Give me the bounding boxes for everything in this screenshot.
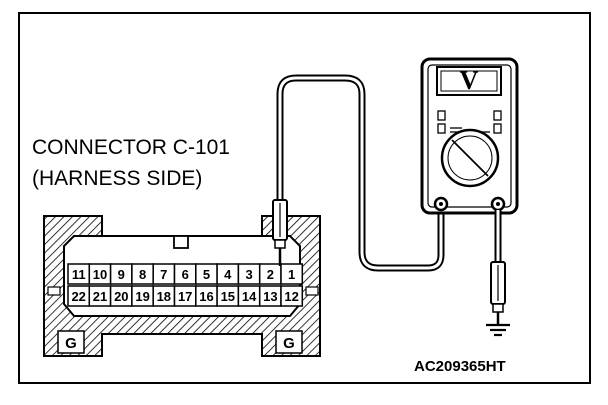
connector-key-mark-right [305,286,319,296]
pin-cavity [280,263,304,285]
meter-key-1 [437,110,446,121]
pin-number: 20 [114,289,128,304]
pin-number: 14 [242,289,257,304]
pin-number: 10 [93,267,107,282]
pin-number: 19 [135,289,149,304]
pin-number: 15 [221,289,235,304]
ground-mark-left [57,330,85,354]
pin-number: 11 [72,267,86,282]
voltmeter: V [420,57,519,215]
probe-positive [272,199,288,266]
pin-number: 9 [118,267,125,282]
ground-icon [486,323,510,337]
pin-number: 1 [288,267,295,282]
pin-number: 6 [182,267,189,282]
connector-lock-tab [173,235,189,249]
meter-key-2 [437,123,446,134]
connector-label-line2: (HARNESS SIDE) [32,167,202,190]
pin-number: 2 [267,267,274,282]
pin-number: 22 [71,289,85,304]
test-lead-core [278,76,443,270]
connector-key-mark-left [47,286,61,296]
pin-number: 5 [203,267,210,282]
pin-cavity [280,285,304,307]
figure-code: AC209365HT [414,358,506,375]
ground-mark-right-text: G [283,335,295,352]
pin-number: 16 [199,289,213,304]
pin-number: 7 [160,267,167,282]
ground-mark-right [275,330,303,354]
probe-positive-guard [274,239,286,249]
voltmeter-display [436,66,502,96]
probe-ground [486,210,510,337]
pin-number: 13 [263,289,277,304]
diagram-frame [18,12,591,384]
meter-key-4 [493,123,502,134]
connector-label-line1: CONNECTOR C-101 [32,136,230,159]
meter-dial-pointer [451,139,489,177]
pin-number: 8 [139,267,146,282]
meter-key-3 [493,110,502,121]
pin-number: 21 [93,289,107,304]
pin-number: 17 [178,289,192,304]
pin-number: 12 [284,289,298,304]
voltmeter-mode-symbol: V [460,66,479,95]
pin-number: 3 [245,267,252,282]
pin-number: 18 [157,289,171,304]
ground-mark-left-text: G [65,335,77,352]
pin-number: 4 [224,267,232,282]
